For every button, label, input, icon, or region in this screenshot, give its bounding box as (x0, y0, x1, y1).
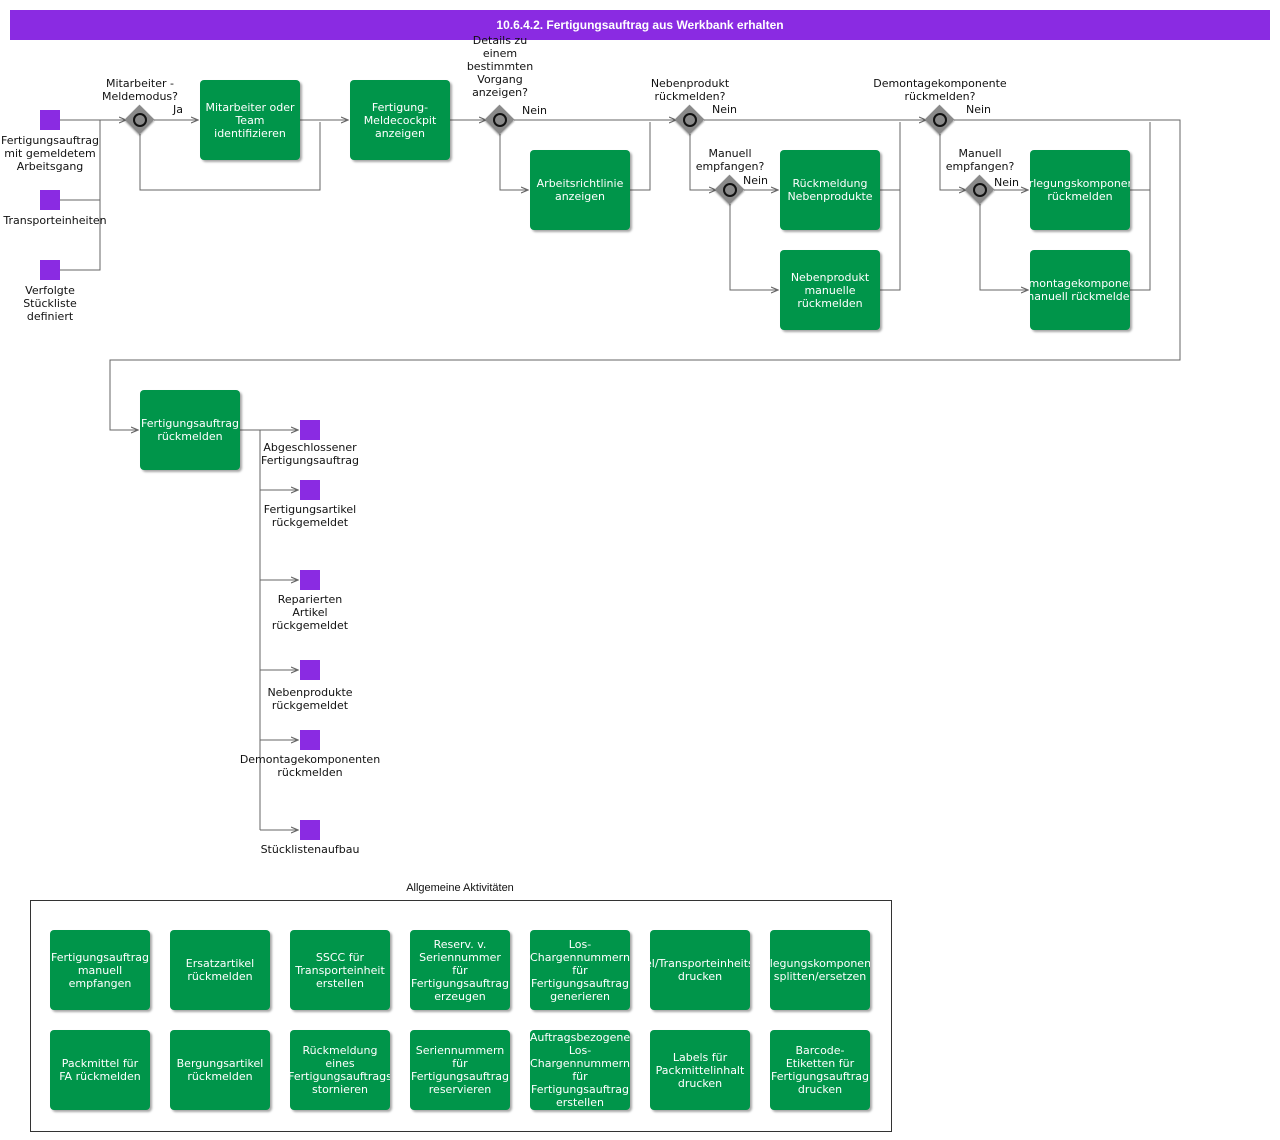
gateway-manuell-demontage-marker (973, 183, 987, 197)
task-rueckmeldung-nebenprodukte[interactable]: Rückmeldung Nebenprodukte (780, 150, 880, 230)
gateway-nebenprodukt-marker (683, 113, 697, 127)
general-task[interactable]: Labels für Packmittelinhalt drucken (650, 1030, 750, 1110)
gateway-meldemodus-branch: Ja (173, 103, 183, 116)
task-zerlegungskomponente[interactable]: Zerlegungskomponente rückmelden (1030, 150, 1130, 230)
gateway-nebenprodukt-branch: Nein (712, 103, 738, 116)
end-event-abgeschlossen (300, 420, 320, 440)
general-activities-group (30, 900, 892, 1132)
end-event-stuecklistenaufbau-label: Stücklistenaufbau (260, 843, 360, 856)
gateway-nebenprodukt-question: Nebenprodukt rückmelden? (650, 77, 730, 103)
task-label: Rückmeldung Nebenprodukte (787, 177, 873, 203)
general-task[interactable]: Los- Chargennummern für Fertigungsauftra… (530, 930, 630, 1010)
end-event-nebenprodukte (300, 660, 320, 680)
general-task[interactable]: Bergungsartikel rückmelden (170, 1030, 270, 1110)
task-label: Labels für Packmittelinhalt drucken (655, 1050, 745, 1090)
general-task[interactable]: Artikel/Transporteinheitslabel drucken (650, 930, 750, 1010)
task-label: Fertigungsauftrag manuell empfangen (51, 950, 149, 990)
end-event-fertigungsartikel (300, 480, 320, 500)
start-event-transport (40, 190, 60, 210)
general-activities-title: Allgemeine Aktivitäten (406, 882, 514, 894)
general-task[interactable]: SSCC für Transporteinheit erstellen (290, 930, 390, 1010)
start-event-fa-label: Fertigungsauftrag mit gemeldetem Arbeits… (1, 134, 99, 173)
task-label: Nebenprodukt manuelle rückmelden (790, 270, 870, 310)
general-task[interactable]: Packmittel für FA rückmelden (50, 1030, 150, 1110)
end-event-demontage-label: Demontagekomponenten rückmelden (239, 753, 381, 779)
diagram-title: 10.6.4.2. Fertigungsauftrag aus Werkbank… (10, 10, 1270, 40)
gateway-manuell-neben-question: Manuell empfangen? (695, 147, 765, 173)
general-task[interactable]: Barcode- Etiketten für Fertigungsauftrag… (770, 1030, 870, 1110)
task-arbeitsrichtlinie[interactable]: Arbeitsrichtlinie anzeigen (530, 150, 630, 230)
task-label: Rückmeldung eines Fertigungsauftrags sto… (290, 1044, 390, 1096)
end-event-fertigungsartikel-label: Fertigungsartikel rückgemeldet (263, 503, 357, 529)
gateway-meldemodus-marker (133, 113, 147, 127)
task-label: Los- Chargennummern für Fertigungsauftra… (530, 937, 630, 1003)
gateway-meldemodus-question: Mitarbeiter - Meldemodus? (101, 77, 179, 103)
task-label: Fertigung- Meldecockpit anzeigen (363, 100, 437, 140)
task-label: Reserv. v. Seriennummer für Fertigungsau… (411, 937, 509, 1003)
gateway-manuell-neben-branch: Nein (743, 174, 769, 187)
gateway-demontage-question: Demontagekomponente rückmelden? (873, 77, 1007, 103)
task-label: Zerlegungskomponenten splitten/ersetzen (770, 957, 870, 983)
general-task[interactable]: Reserv. v. Seriennummer für Fertigungsau… (410, 930, 510, 1010)
gateway-details-branch: Nein (522, 104, 548, 117)
gateway-manuell-demontage-question: Manuell empfangen? (945, 147, 1015, 173)
end-event-nebenprodukte-label: Nebenprodukte rückgemeldet (267, 686, 353, 712)
task-meldecockpit[interactable]: Fertigung- Meldecockpit anzeigen (350, 80, 450, 160)
task-label: Ersatzartikel rückmelden (185, 957, 255, 983)
gateway-demontage-marker (933, 113, 947, 127)
task-label: Packmittel für FA rückmelden (59, 1057, 141, 1083)
task-label: Zerlegungskomponente rückmelden (1030, 177, 1130, 203)
task-label: Fertigungsauftrag rückmelden (141, 417, 239, 443)
general-task[interactable]: Auftragsbezogene Los- Chargennummern für… (530, 1030, 630, 1110)
task-label: Artikel/Transporteinheitslabel drucken (650, 957, 750, 983)
task-label: Auftragsbezogene Los- Chargennummern für… (530, 1031, 630, 1109)
task-label: Mitarbeiter oder Team identifizieren (205, 100, 295, 140)
start-event-stueckliste (40, 260, 60, 280)
start-event-stueckliste-label: Verfolgte Stückliste definiert (23, 284, 77, 323)
gateway-manuell-demontage-branch: Nein (994, 176, 1020, 189)
general-task[interactable]: Seriennummern für Fertigungsauftrag rese… (410, 1030, 510, 1110)
task-fa-rueckmelden[interactable]: Fertigungsauftrag rückmelden (140, 390, 240, 470)
end-event-abgeschlossen-label: Abgeschlossener Fertigungsauftrag (261, 441, 359, 467)
task-team-identifizieren[interactable]: Mitarbeiter oder Team identifizieren (200, 80, 300, 160)
task-label: Arbeitsrichtlinie anzeigen (536, 177, 624, 203)
start-event-fa (40, 110, 60, 130)
task-label: Barcode- Etiketten für Fertigungsauftrag… (771, 1044, 869, 1096)
end-event-repariert-label: Reparierten Artikel rückgemeldet (271, 593, 349, 632)
end-event-stuecklistenaufbau (300, 820, 320, 840)
general-task[interactable]: Ersatzartikel rückmelden (170, 930, 270, 1010)
general-task[interactable]: Zerlegungskomponenten splitten/ersetzen (770, 930, 870, 1010)
task-label: SSCC für Transporteinheit erstellen (295, 950, 385, 990)
end-event-demontage (300, 730, 320, 750)
start-event-transport-label: Transporteinheiten (3, 214, 107, 227)
task-label: Seriennummern für Fertigungsauftrag rese… (411, 1044, 509, 1096)
gateway-demontage-branch: Nein (966, 103, 992, 116)
general-task[interactable]: Rückmeldung eines Fertigungsauftrags sto… (290, 1030, 390, 1110)
end-event-repariert (300, 570, 320, 590)
gateway-details-question: Details zu einem bestimmten Vorgang anze… (466, 34, 534, 99)
task-demontage-manuell[interactable]: Demontagekomponente manuell rückmelden (1030, 250, 1130, 330)
task-label: Bergungsartikel rückmelden (176, 1057, 264, 1083)
gateway-manuell-neben-marker (723, 183, 737, 197)
gateway-details-marker (493, 113, 507, 127)
task-label: Demontagekomponente manuell rückmelden (1030, 277, 1130, 303)
task-nebenprodukt-manuell[interactable]: Nebenprodukt manuelle rückmelden (780, 250, 880, 330)
general-task[interactable]: Fertigungsauftrag manuell empfangen (50, 930, 150, 1010)
